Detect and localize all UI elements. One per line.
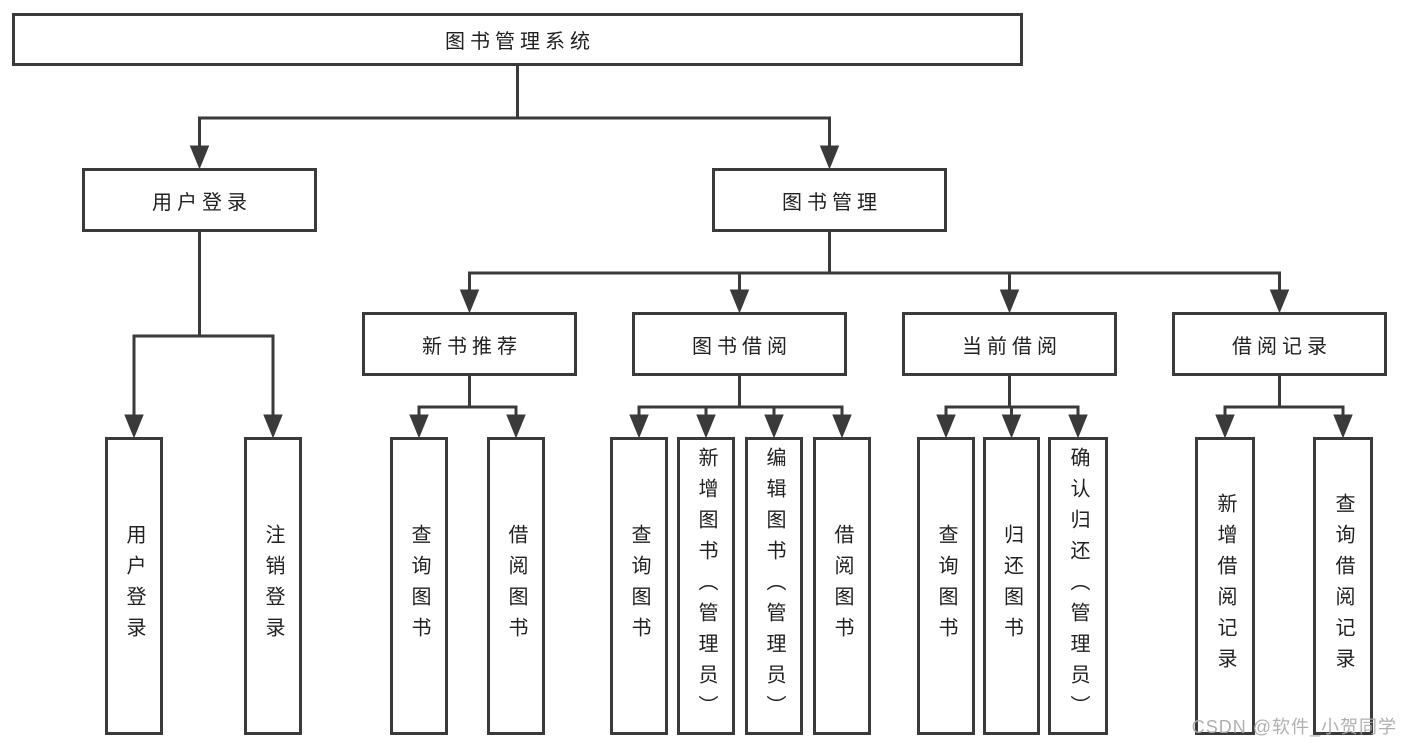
diagram-node-leaf-logout: 注销登录 xyxy=(244,437,302,735)
diagram-node-leaf-borrow-books-a: 借阅图书 xyxy=(487,437,545,735)
arrowhead-icon xyxy=(729,289,750,314)
arrowhead-icon xyxy=(832,414,852,439)
diagram-node-book-management: 图书管理 xyxy=(712,168,947,232)
arrowhead-icon xyxy=(409,414,429,439)
arrowhead-icon xyxy=(819,145,840,170)
diagram-node-label: 图书管理系统 xyxy=(445,31,595,53)
diagram-node-label: 归还图书 xyxy=(1000,524,1023,648)
diagram-node-leaf-confirm-return-admin: 确认归还（管理员） xyxy=(1048,437,1108,735)
diagram-node-label: 查询图书 xyxy=(408,524,430,648)
diagram-node-leaf-add-borrow-record: 新增借阅记录 xyxy=(1195,437,1255,735)
diagram-node-label: 新书推荐 xyxy=(422,335,522,358)
arrowhead-icon xyxy=(263,414,283,439)
arrowhead-icon xyxy=(999,289,1020,314)
diagram-node-user-login: 用户登录 xyxy=(82,168,317,232)
diagram-node-label: 查询图书 xyxy=(935,524,957,648)
diagram-node-borrowing-records: 借阅记录 xyxy=(1172,312,1387,376)
diagram-node-leaf-edit-books-admin: 编辑图书（管理员） xyxy=(745,437,803,735)
diagram-node-label: 注销登录 xyxy=(262,524,284,648)
arrowhead-icon xyxy=(124,414,144,439)
arrowhead-icon xyxy=(696,414,716,439)
diagram-node-label: 当前借阅 xyxy=(962,335,1062,358)
diagram-node-current-borrowing: 当前借阅 xyxy=(902,312,1117,376)
diagram-node-leaf-query-borrow-record: 查询借阅记录 xyxy=(1313,437,1373,735)
diagram-node-label: 查询图书 xyxy=(628,524,650,648)
diagram-node-label: 确认归还（管理员） xyxy=(1067,446,1089,726)
diagram-node-label: 图书借阅 xyxy=(692,335,792,358)
diagram-node-leaf-borrow-books-b: 借阅图书 xyxy=(813,437,871,735)
watermark: CSDN @软件_小贺同学 xyxy=(1191,717,1397,737)
diagram-node-label: 图书管理 xyxy=(782,191,882,214)
diagram-node-new-book-recommend: 新书推荐 xyxy=(362,312,577,376)
diagram-node-leaf-query-books-c: 查询图书 xyxy=(917,437,975,735)
arrowhead-icon xyxy=(1215,414,1235,439)
arrowhead-icon xyxy=(629,414,649,439)
diagram-node-leaf-query-books-a: 查询图书 xyxy=(390,437,448,735)
diagram-node-label: 编辑图书（管理员） xyxy=(763,446,785,726)
diagram-node-leaf-add-books-admin: 新增图书（管理员） xyxy=(677,437,735,735)
diagram-node-label: 借阅图书 xyxy=(831,524,853,648)
diagram-node-label: 查询借阅记录 xyxy=(1332,493,1354,679)
diagram-node-label: 借阅记录 xyxy=(1232,335,1332,358)
diagram-node-label: 新增借阅记录 xyxy=(1214,493,1236,679)
arrowhead-icon xyxy=(1001,414,1022,439)
arrowhead-icon xyxy=(764,414,784,439)
diagram-node-root: 图书管理系统 xyxy=(12,13,1023,66)
diagram-node-label: 新增图书（管理员） xyxy=(695,446,717,726)
arrowhead-icon xyxy=(1068,414,1088,439)
diagram-node-label: 用户登录 xyxy=(152,191,252,214)
diagram-node-label: 借阅图书 xyxy=(505,524,527,648)
arrowhead-icon xyxy=(936,414,956,439)
arrowhead-icon xyxy=(506,414,526,439)
arrowhead-icon xyxy=(1333,414,1353,439)
diagram-node-book-borrowing: 图书借阅 xyxy=(632,312,847,376)
diagram-node-leaf-query-books-b: 查询图书 xyxy=(610,437,668,735)
diagram-node-leaf-user-login: 用户登录 xyxy=(105,437,163,735)
diagram-node-leaf-return-books: 归还图书 xyxy=(983,437,1040,735)
arrowhead-icon xyxy=(459,289,480,314)
arrowhead-icon xyxy=(189,145,210,170)
diagram-node-label: 用户登录 xyxy=(123,524,145,648)
arrowhead-icon xyxy=(1269,289,1290,314)
